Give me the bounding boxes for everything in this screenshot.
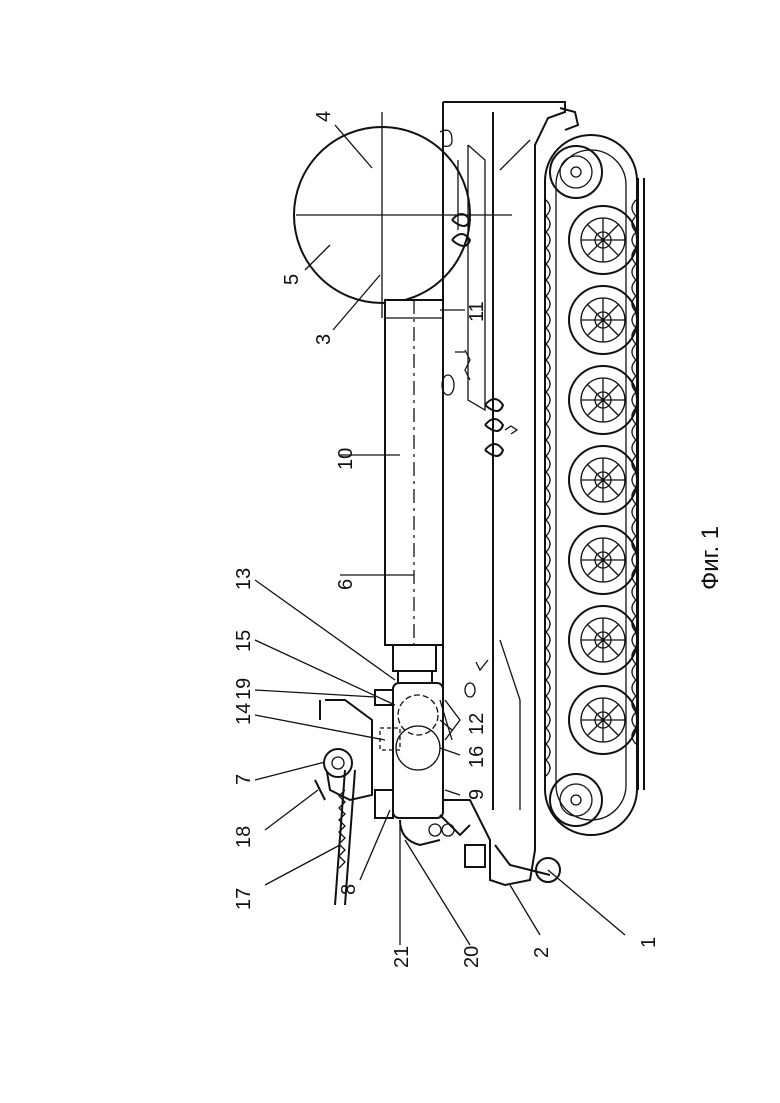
ref-label-1: 1	[638, 937, 660, 948]
ref-label-15: 15	[233, 630, 255, 652]
ref-label-7: 7	[233, 774, 255, 785]
ref-label-2: 2	[531, 947, 553, 958]
barrel	[385, 300, 443, 683]
ref-label-19: 19	[233, 678, 255, 700]
ref-label-14: 14	[233, 703, 255, 725]
transfer-block	[375, 683, 452, 845]
crane-arm	[315, 700, 393, 905]
rear-hitch	[429, 815, 560, 882]
road-wheel	[569, 526, 637, 594]
ref-label-10: 10	[335, 448, 357, 470]
ref-label-4: 4	[313, 111, 335, 122]
sphere-unit	[294, 112, 512, 318]
ref-label-18: 18	[233, 826, 255, 848]
figure-caption: Фиг. 1	[697, 526, 724, 590]
ref-label-5: 5	[281, 274, 303, 285]
road-wheel	[569, 606, 637, 674]
ref-label-13: 13	[233, 568, 255, 590]
sprocket-rear	[550, 774, 602, 826]
ref-label-12: 12	[466, 713, 488, 735]
ref-label-11: 11	[466, 301, 488, 322]
cable-hooks	[442, 145, 517, 697]
road-wheel	[569, 286, 637, 354]
ref-label-3: 3	[313, 334, 335, 345]
ref-label-9: 9	[466, 789, 488, 800]
ref-label-6: 6	[335, 579, 357, 590]
road-wheel	[569, 366, 637, 434]
road-wheel	[569, 206, 637, 274]
ref-label-16: 16	[466, 746, 488, 768]
road-wheels	[569, 206, 637, 754]
ref-label-20: 20	[461, 946, 483, 968]
road-wheel	[569, 446, 637, 514]
ref-label-21: 21	[391, 946, 413, 968]
vehicle-hull	[443, 102, 578, 885]
ref-label-17: 17	[233, 888, 255, 910]
road-wheel	[569, 686, 637, 754]
ref-label-8: 8	[338, 884, 360, 895]
